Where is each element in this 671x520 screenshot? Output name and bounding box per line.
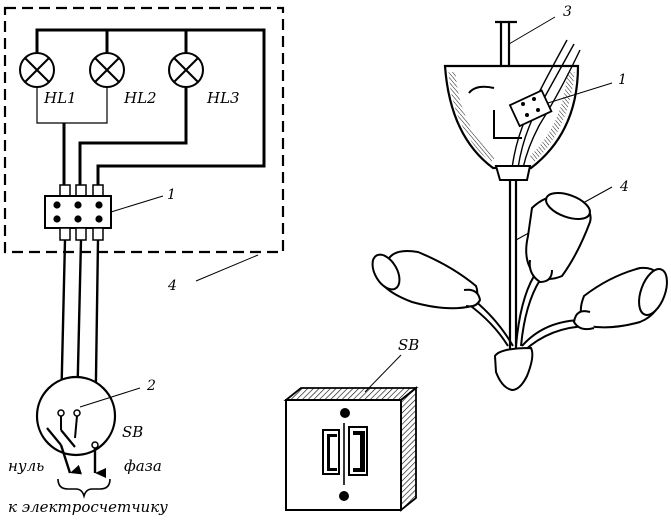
chandelier-illustration: 3 1 4 xyxy=(371,4,668,392)
callout-2: 2 xyxy=(146,378,156,394)
phase-label: фаза xyxy=(124,457,162,475)
brace xyxy=(57,478,111,499)
callout-leader-1-right xyxy=(547,82,613,104)
callout-leader-3 xyxy=(508,16,556,45)
bottom-screw-icon xyxy=(339,491,349,501)
meter-label: к электросчетчику xyxy=(8,498,168,516)
canopy-shading-right xyxy=(528,71,575,163)
canopy-inner-loop xyxy=(468,85,495,94)
canopy-collar xyxy=(494,165,532,181)
wall-switch-illustration: SB xyxy=(283,336,419,512)
bottom-finial xyxy=(493,346,534,392)
neutral-label: нуль xyxy=(8,457,44,475)
switch-sb-symbol xyxy=(35,375,117,478)
wall-switch-label: SB xyxy=(398,336,419,354)
canopy-terminal-block xyxy=(508,89,553,128)
lamp-label-hl1: HL1 xyxy=(43,89,77,107)
switch-label-sb: SB xyxy=(122,423,143,441)
rocker-keys xyxy=(322,423,368,485)
lamp-hl1 xyxy=(19,52,55,88)
callout-1-right: 1 xyxy=(618,72,627,88)
lamp-hl3 xyxy=(168,52,204,88)
terminal-block xyxy=(44,184,112,241)
callout-leader-4 xyxy=(195,254,259,282)
wall-switch-leader xyxy=(364,354,402,393)
lamp-label-hl2: HL2 xyxy=(123,89,157,107)
wall-switch-top-edge xyxy=(283,387,419,401)
canopy-inner-hook xyxy=(493,110,522,139)
shade-middle xyxy=(525,192,592,284)
shade-right xyxy=(572,266,668,331)
callout-3: 3 xyxy=(563,4,572,20)
schematic-wires xyxy=(35,28,266,190)
lamp-return-wires xyxy=(36,87,108,124)
lamp-hl2 xyxy=(89,52,125,88)
callout-leader-2 xyxy=(79,387,141,408)
lamp-label-hl3: HL3 xyxy=(206,89,240,107)
callout-4-right: 4 xyxy=(619,179,629,195)
wall-switch-side-edge xyxy=(400,386,417,512)
callout-1-left: 1 xyxy=(167,187,176,203)
callout-4-left: 4 xyxy=(167,278,177,294)
shade-left xyxy=(371,250,482,310)
callout-leader-1 xyxy=(110,195,164,213)
canopy-shading-left xyxy=(448,71,496,163)
chandelier-arms xyxy=(467,275,589,352)
top-screw-icon xyxy=(340,408,350,418)
schematic-diagram: HL1 HL2 HL3 xyxy=(3,6,285,516)
